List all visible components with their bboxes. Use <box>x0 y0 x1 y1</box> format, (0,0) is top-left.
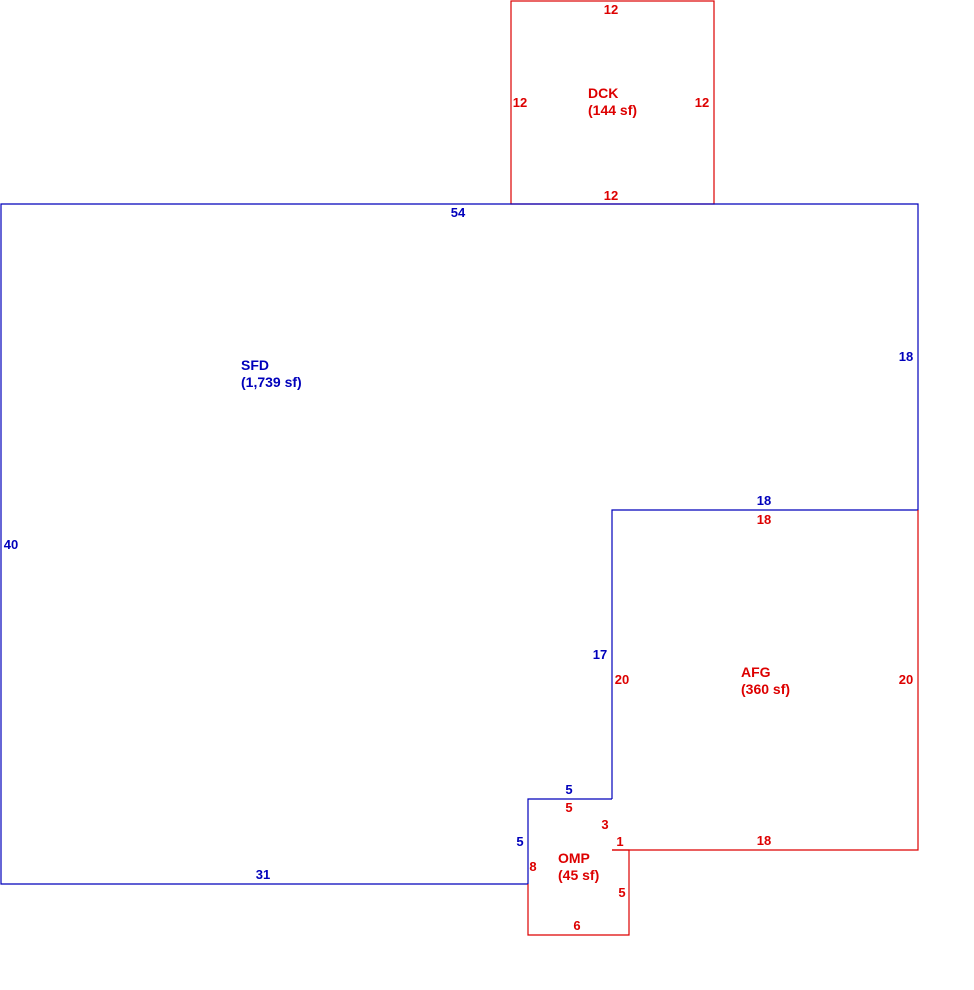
omp-step-dimension: 1 <box>616 834 623 849</box>
omp-upper-right-dimension: 3 <box>601 817 608 832</box>
dck-top-dimension: 12 <box>604 2 618 17</box>
sfd-step-left-dimension: 17 <box>593 647 607 662</box>
sfd-outline <box>0 203 919 885</box>
sfd-area: 54 18 18 17 5 5 31 40 SFD (1,739 sf) <box>0 203 919 885</box>
omp-area: 5 8 3 1 5 6 OMP (45 sf) <box>527 800 630 936</box>
omp-left-dimension: 8 <box>529 859 536 874</box>
sfd-area-value: (1,739 sf) <box>241 374 302 390</box>
afg-right-dimension: 20 <box>899 672 913 687</box>
sfd-step-top-dimension: 18 <box>757 493 771 508</box>
dck-label: DCK <box>588 85 618 101</box>
dck-area-value: (144 sf) <box>588 102 637 118</box>
sfd-bottom-dimension: 31 <box>256 867 270 882</box>
omp-outline <box>527 849 630 936</box>
afg-area: 18 18 20 20 AFG (360 sf) <box>612 510 919 851</box>
sfd-left-dimension: 40 <box>4 537 18 552</box>
afg-outline <box>612 510 919 851</box>
sfd-notch-outline <box>527 798 612 884</box>
omp-lower-right-dimension: 5 <box>618 885 625 900</box>
dck-right-dimension: 12 <box>695 95 709 110</box>
sfd-top-dimension: 54 <box>451 205 466 220</box>
sfd-right-dimension: 18 <box>899 349 913 364</box>
dck-bottom-dimension: 12 <box>604 188 618 203</box>
dck-left-dimension: 12 <box>513 95 527 110</box>
dck-area: 12 12 12 12 DCK (144 sf) <box>510 0 715 205</box>
afg-top-dimension: 18 <box>757 512 771 527</box>
omp-label: OMP <box>558 850 590 866</box>
afg-area-value: (360 sf) <box>741 681 790 697</box>
sfd-notch-left-dimension: 5 <box>516 834 523 849</box>
afg-label: AFG <box>741 664 771 680</box>
omp-top-dimension: 5 <box>565 800 572 815</box>
afg-left-dimension: 20 <box>615 672 629 687</box>
afg-bottom-dimension: 18 <box>757 833 771 848</box>
omp-bottom-dimension: 6 <box>573 918 580 933</box>
sfd-notch-top-dimension: 5 <box>565 782 572 797</box>
omp-area-value: (45 sf) <box>558 867 599 883</box>
sfd-label: SFD <box>241 357 269 373</box>
